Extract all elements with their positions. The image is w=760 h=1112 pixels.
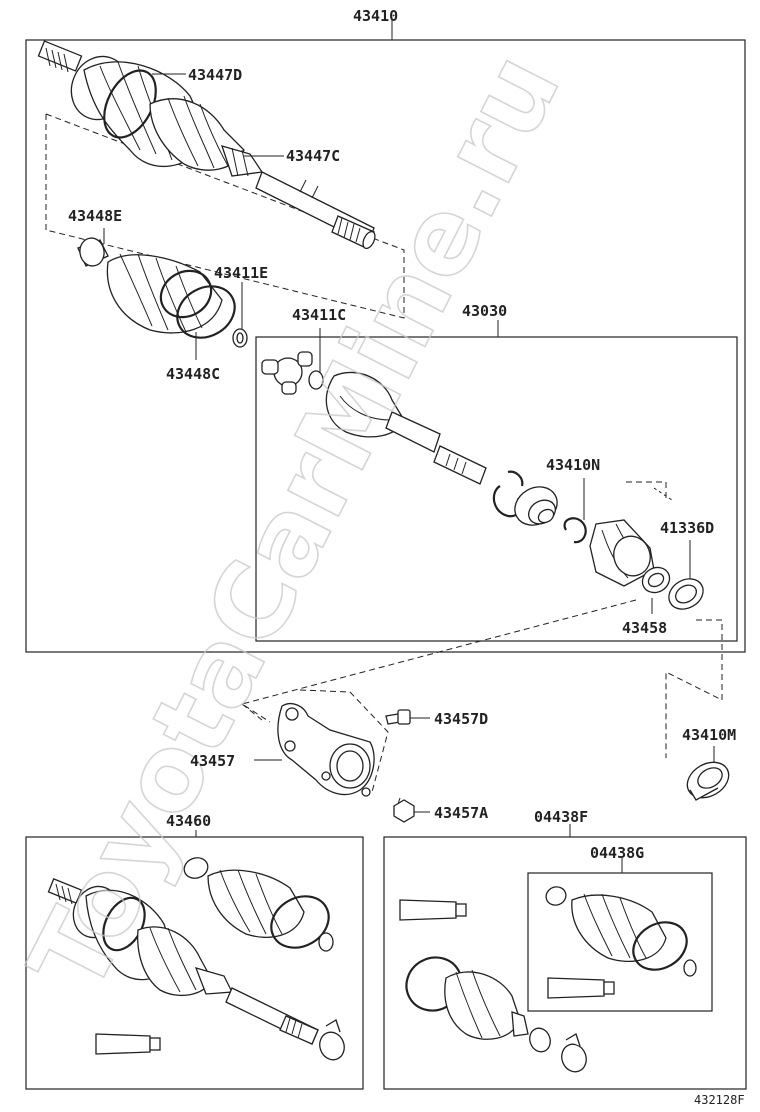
- label-43410: 43410: [353, 7, 398, 25]
- frame-43410: [25, 39, 746, 653]
- inner-joint-43030: [261, 351, 704, 610]
- frame-04438G: [527, 872, 713, 1012]
- frame-43030: [255, 336, 738, 642]
- dust-seal-43410M: [686, 761, 730, 801]
- watermark: ToyotaCarMine.ru: [6, 35, 584, 1012]
- frame-04438F: [383, 836, 747, 1090]
- label-43411E: 43411E: [214, 264, 268, 282]
- label-43030: 43030: [462, 302, 507, 320]
- label-43460: 43460: [166, 812, 211, 830]
- dash-bracket-assembly: [240, 599, 637, 793]
- label-43447C: 43447C: [286, 147, 340, 165]
- label-43410M: 43410M: [682, 726, 736, 744]
- label-43457D: 43457D: [434, 710, 488, 728]
- label-43447D: 43447D: [188, 66, 242, 84]
- label-43448E: 43448E: [68, 207, 122, 225]
- label-04438F: 04438F: [534, 808, 588, 826]
- boot-kit-43448: [77, 237, 248, 348]
- label-43448C: 43448C: [166, 365, 220, 383]
- label-04438G: 04438G: [590, 844, 644, 862]
- label-43458: 43458: [622, 619, 667, 637]
- label-43457A: 43457A: [434, 804, 488, 822]
- frame-43460: [25, 836, 364, 1090]
- figure-id: 432128F: [694, 1093, 745, 1107]
- boot-kit-04438G: [545, 886, 697, 999]
- dash-outer-assembly: [626, 481, 723, 758]
- drive-shaft-43460: [47, 857, 345, 1061]
- boot-kit-04438F: [399, 899, 587, 1073]
- label-43457: 43457: [190, 752, 235, 770]
- drive-shaft-43410: [37, 40, 376, 250]
- bracket-43457: [277, 702, 415, 823]
- dash-boot-assembly: [45, 113, 405, 319]
- label-41336D: 41336D: [660, 519, 714, 537]
- label-43411C: 43411C: [292, 306, 346, 324]
- label-43410N: 43410N: [546, 456, 600, 474]
